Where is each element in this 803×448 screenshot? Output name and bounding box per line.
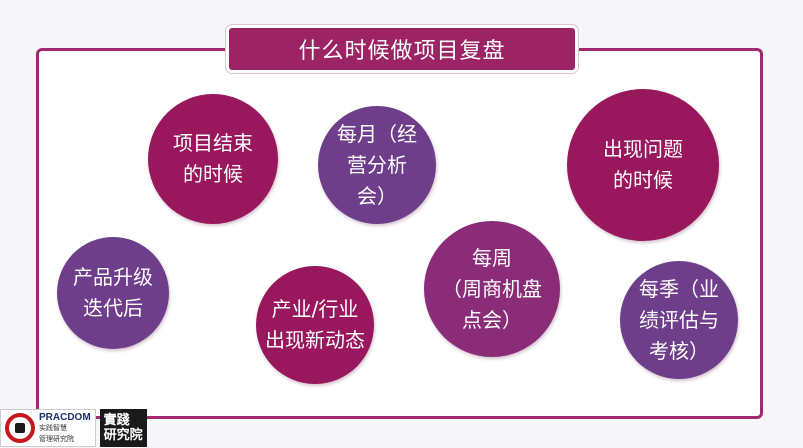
institute-logo-line-2: 研究院 xyxy=(103,428,143,443)
pracdom-logo: PRACDOM 实践智慧 管理研究院 xyxy=(0,409,96,447)
circle-quarterly: 每季（业 绩评估与 考核） xyxy=(620,261,738,379)
circle-weekly: 每周 （周商机盘 点会） xyxy=(424,221,560,357)
circle-industry-dynamics: 产业/行业 出现新动态 xyxy=(256,266,374,384)
page-title: 什么时候做项目复盘 xyxy=(226,25,578,73)
brand-logo: PRACDOM 实践智慧 管理研究院 實踐 研究院 xyxy=(0,408,147,448)
circle-product-upgrade: 产品升级 迭代后 xyxy=(57,237,169,349)
circle-monthly: 每月（经 营分析 会） xyxy=(318,106,436,224)
logo-sub-2: 管理研究院 xyxy=(39,434,74,443)
institute-logo: 實踐 研究院 xyxy=(99,409,147,447)
circle-problem: 出现问题 的时候 xyxy=(567,89,719,241)
logo-sub-1: 实践智慧 xyxy=(39,423,67,432)
institute-logo-line-1: 實踐 xyxy=(103,413,130,428)
pracdom-logo-icon xyxy=(5,413,35,443)
circle-project-end: 项目结束 的时候 xyxy=(148,94,278,224)
logo-name: PRACDOM xyxy=(39,411,91,423)
